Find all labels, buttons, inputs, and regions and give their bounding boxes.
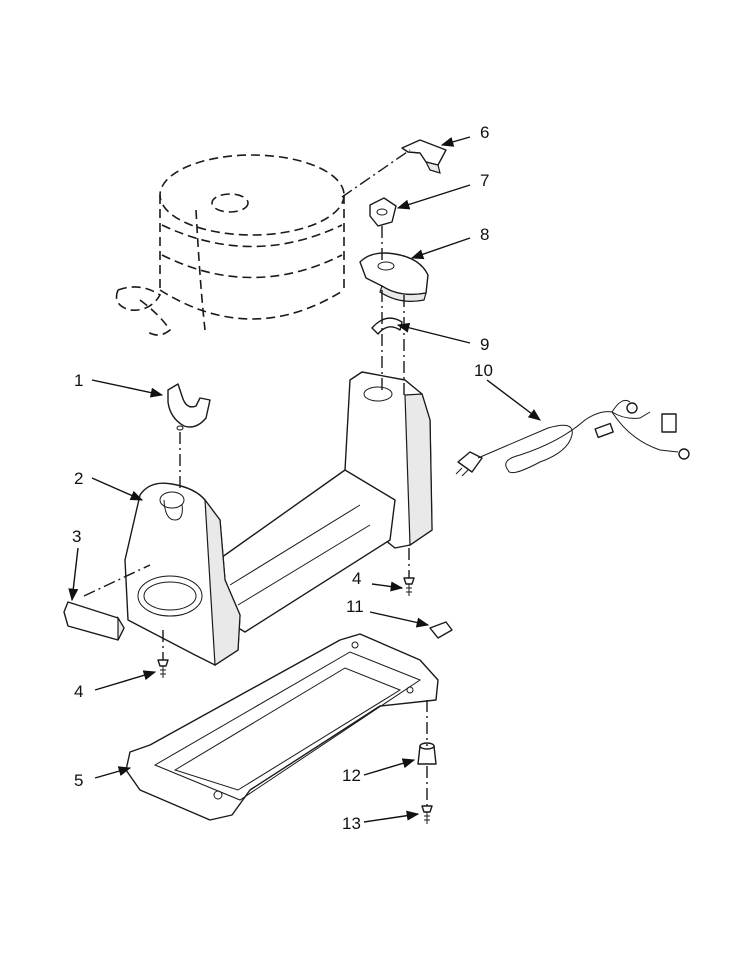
assembly-centerlines xyxy=(83,149,428,806)
part-11-tab[interactable] xyxy=(429,621,453,639)
part-12-foot[interactable] xyxy=(417,742,437,765)
part-10-power-cord[interactable] xyxy=(455,399,690,477)
part-3-pad[interactable] xyxy=(63,601,125,641)
callout-5[interactable]: 5 xyxy=(74,771,83,790)
part-2-stand[interactable] xyxy=(124,371,433,667)
callout-8[interactable]: 8 xyxy=(480,225,489,244)
callout-13[interactable]: 13 xyxy=(342,814,361,833)
part-13-screw[interactable] xyxy=(421,805,433,824)
part-6-clip[interactable] xyxy=(401,139,447,174)
callout-labels: 1 2 3 4 4 5 6 7 8 9 10 11 12 13 xyxy=(72,123,493,833)
callout-4-left[interactable]: 4 xyxy=(74,682,83,701)
part-4-screw-right[interactable] xyxy=(403,577,415,596)
part-8-saddle-cap[interactable] xyxy=(359,252,429,302)
callout-12[interactable]: 12 xyxy=(342,766,361,785)
callout-6[interactable]: 6 xyxy=(480,123,489,142)
callout-9[interactable]: 9 xyxy=(480,335,489,354)
callout-11[interactable]: 11 xyxy=(346,597,364,616)
callout-1[interactable]: 1 xyxy=(74,371,83,390)
part-1-u-bracket[interactable] xyxy=(167,383,211,431)
keg-outline-phantom xyxy=(115,154,345,336)
callout-4-right[interactable]: 4 xyxy=(352,569,361,588)
callout-3[interactable]: 3 xyxy=(72,527,81,546)
part-9-curved-clip[interactable] xyxy=(371,317,403,335)
part-4-screw-left[interactable] xyxy=(157,659,169,678)
part-7-bracket[interactable] xyxy=(369,197,397,227)
callout-2[interactable]: 2 xyxy=(74,469,83,488)
callout-10[interactable]: 10 xyxy=(474,361,493,380)
part-5-base[interactable] xyxy=(125,633,439,821)
callout-7[interactable]: 7 xyxy=(480,171,489,190)
callout-leaders xyxy=(68,136,542,823)
